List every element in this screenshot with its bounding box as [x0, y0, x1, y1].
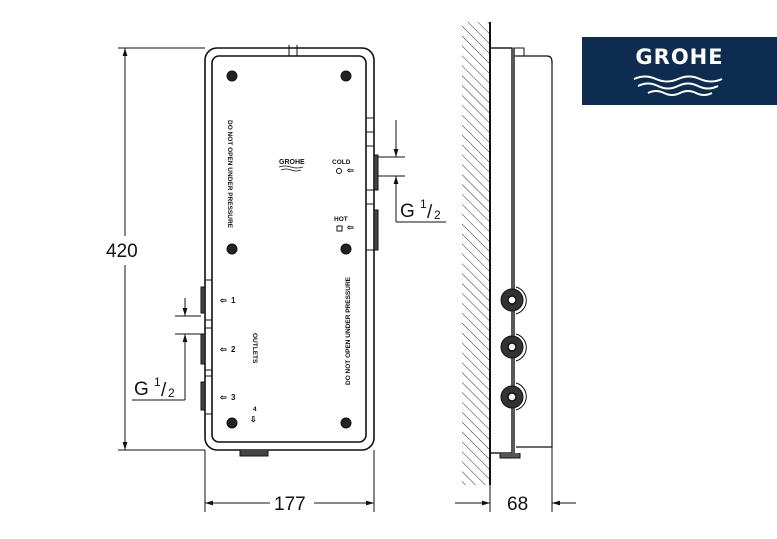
- depth-label: 68: [507, 494, 528, 515]
- width-label: 177: [274, 494, 306, 515]
- svg-text:1: 1: [420, 197, 427, 211]
- outlet-2-port: [200, 333, 206, 365]
- svg-text:2: 2: [434, 208, 441, 222]
- outlet-thread-dimension: [132, 298, 201, 401]
- side-housing: [516, 55, 553, 448]
- wall-hatch: [462, 22, 490, 485]
- inlet-thread-dimension: [378, 120, 446, 223]
- hot-label: HOT: [334, 216, 348, 223]
- outlet-1-port: [200, 286, 206, 314]
- depth-dimension: [455, 447, 576, 512]
- outlet-2-arrow-icon: ⇦: [219, 345, 227, 354]
- cold-circle-icon: [336, 168, 342, 174]
- front-view: [200, 45, 379, 457]
- side-fittings: [500, 286, 527, 411]
- outlet-thread-label: G 1 / 2: [134, 375, 175, 401]
- outlet-4-port: [239, 450, 269, 457]
- inlet-thread-label: G 1 / 2: [400, 197, 441, 223]
- outlet-2-label: 2: [231, 345, 236, 354]
- height-dimension: [118, 47, 205, 451]
- outlet-1-arrow-icon: ⇦: [219, 296, 227, 305]
- hot-arrow-icon: ⇦: [346, 223, 354, 232]
- width-dimension: [204, 450, 375, 512]
- cold-inlet: [373, 154, 379, 191]
- side-view: [462, 22, 553, 485]
- screw-icons: [226, 70, 352, 429]
- cold-label: COLD: [332, 159, 351, 166]
- height-label: 420: [106, 241, 138, 262]
- svg-text:/: /: [161, 380, 167, 401]
- outlet-4-arrow-icon: ⇩: [250, 415, 257, 424]
- svg-text:G: G: [400, 201, 415, 222]
- outlets-label: OUTLETS: [251, 333, 258, 364]
- svg-text:2: 2: [168, 386, 175, 400]
- device-logo-wave-icon: [278, 165, 304, 172]
- hot-inlet: [373, 209, 379, 251]
- svg-text:1: 1: [154, 375, 161, 389]
- hot-square-icon: [336, 225, 343, 232]
- svg-text:/: /: [427, 202, 433, 223]
- cold-arrow-icon: ⇦: [346, 166, 354, 175]
- warning-label-bottom: DO NOT OPEN UNDER PRESSURE: [345, 276, 352, 385]
- outlet-3-arrow-icon: ⇦: [219, 393, 227, 402]
- outlet-3-label: 3: [231, 393, 236, 402]
- warning-label-top: DO NOT OPEN UNDER PRESSURE: [226, 120, 233, 229]
- outlet-4-label: 4: [253, 406, 257, 413]
- outlet-3-port: [200, 381, 206, 411]
- svg-text:G: G: [134, 379, 149, 400]
- outlet-1-label: 1: [231, 296, 236, 305]
- grohe-logo: GROHE: [582, 37, 777, 105]
- logo-wave-icon: [633, 75, 723, 96]
- device-brand: GROHE: [279, 159, 305, 166]
